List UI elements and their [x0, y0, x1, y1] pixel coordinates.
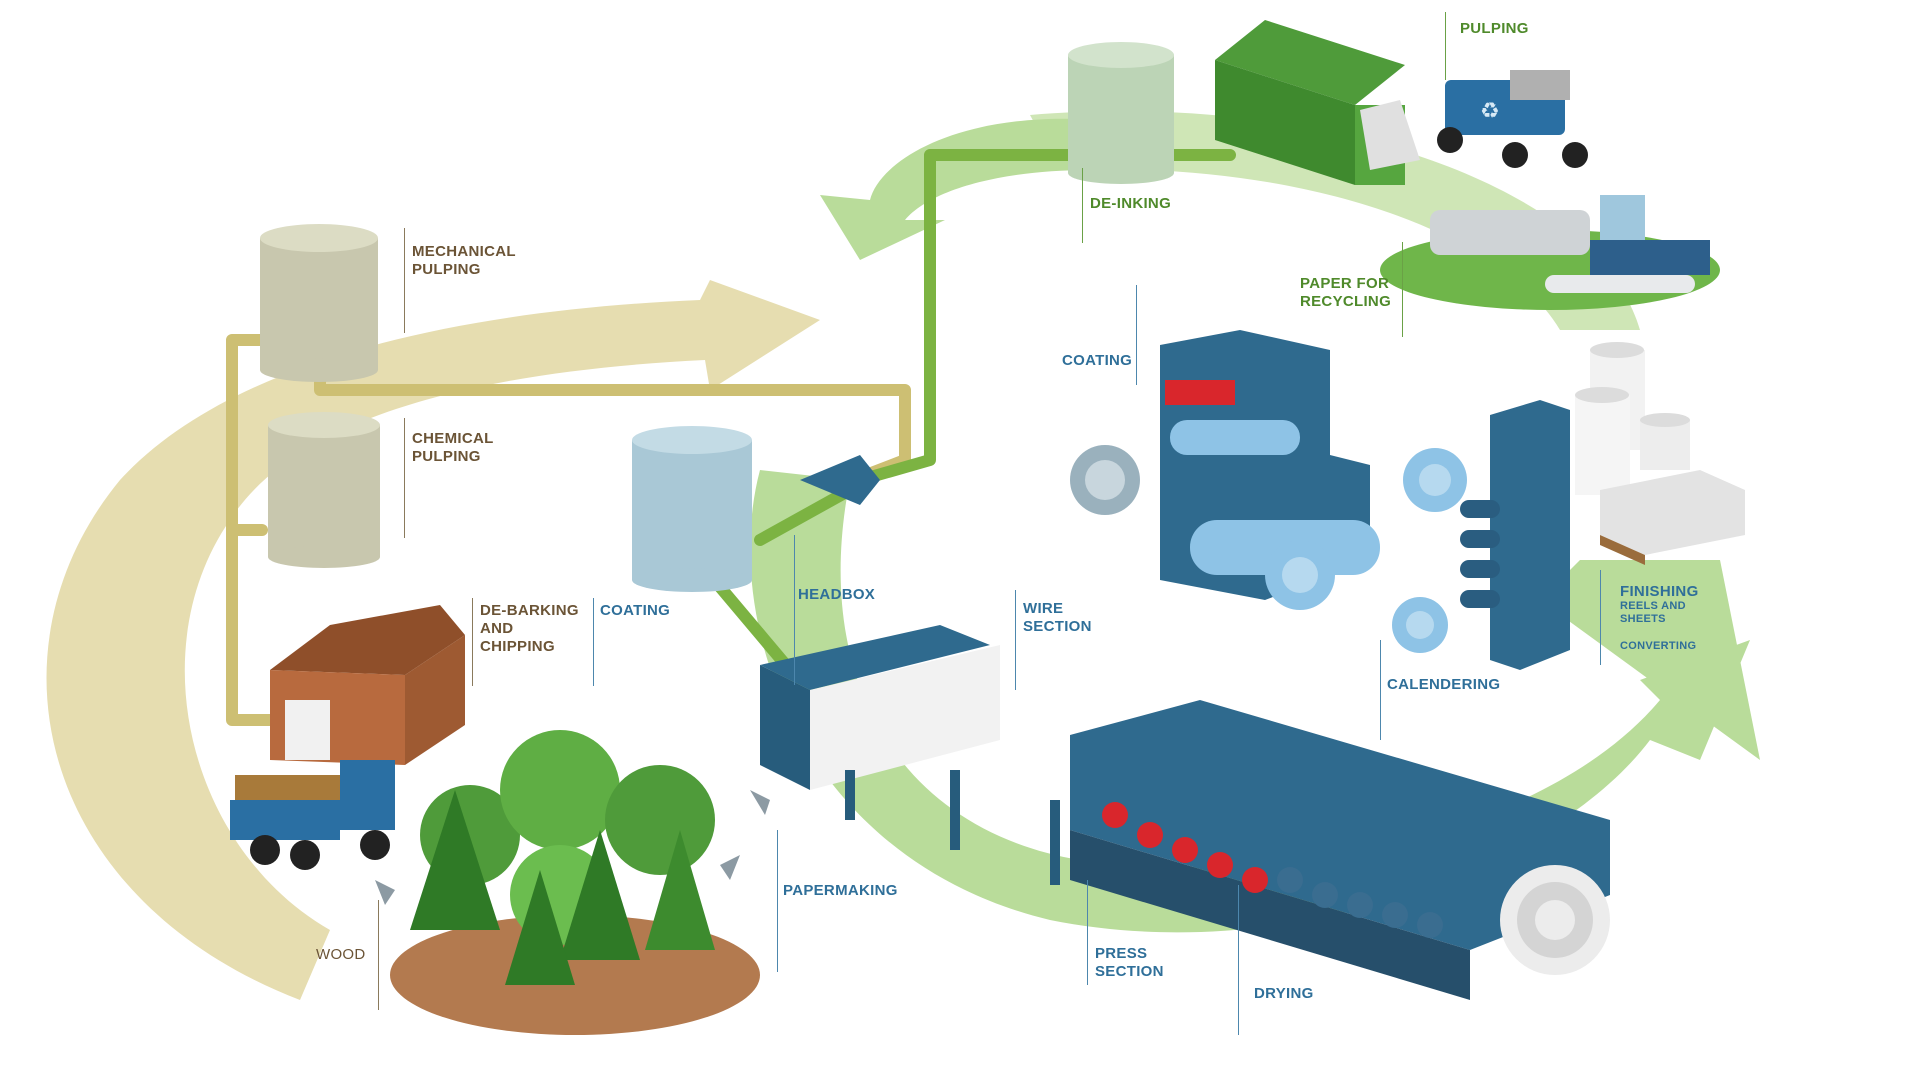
- paper-recycling-leader: [1402, 242, 1403, 337]
- label-calendering: CALENDERING: [1387, 676, 1501, 693]
- forest: [390, 730, 760, 1035]
- de-inking-leader: [1082, 168, 1083, 243]
- finishing-leader: [1600, 570, 1601, 665]
- label-drying: DRYING: [1254, 985, 1314, 1002]
- label-wood: WOOD: [316, 946, 366, 963]
- mechanical-pulping-tank: [260, 224, 378, 382]
- pulping-leader: [1445, 12, 1446, 80]
- label-headbox: HEADBOX: [798, 586, 876, 603]
- fibre-flow-arrow: [46, 280, 821, 1000]
- de-barking-leader: [472, 598, 473, 686]
- calendering-stack: [1392, 400, 1570, 670]
- chemical-leader: [404, 418, 405, 538]
- papermaking-leader: [777, 830, 778, 972]
- de-barking-house: [270, 605, 465, 765]
- de-inking-tank: [1068, 42, 1174, 184]
- label-de-inking: DE-INKING: [1090, 195, 1172, 212]
- svg-text:♻: ♻: [1480, 99, 1500, 124]
- coating-tank: [632, 426, 752, 592]
- label-converting: CONVERTING: [1620, 640, 1697, 652]
- mechanical-leader: [404, 228, 405, 333]
- finished-products: [1575, 342, 1745, 565]
- chemical-pulping-tank: [268, 412, 380, 568]
- recycling-truck: ♻: [1437, 70, 1588, 168]
- coating-machine: [1070, 330, 1380, 610]
- wire-section-leader: [1015, 590, 1016, 690]
- calendering-leader: [1380, 640, 1381, 740]
- press-section-leader: [1087, 880, 1088, 985]
- label-coating-right: COATING: [1062, 352, 1133, 369]
- logging-truck: [230, 760, 395, 870]
- drying-leader: [1238, 885, 1239, 1035]
- headbox-funnel: [800, 455, 880, 505]
- label-pulping: PULPING: [1460, 20, 1529, 37]
- pulping-house: [1215, 20, 1420, 185]
- label-papermaking: PAPERMAKING: [783, 882, 898, 899]
- birds: [375, 790, 770, 905]
- headbox-leader: [794, 535, 795, 685]
- coating-right-leader: [1136, 285, 1137, 385]
- paper-machine: [760, 625, 1610, 1000]
- paper-bundles: [1430, 195, 1710, 293]
- coating-left-leader: [593, 598, 594, 686]
- label-coating-left: COATING: [600, 602, 671, 619]
- label-finishing: FINISHING: [1620, 583, 1699, 600]
- wood-leader: [378, 900, 379, 1010]
